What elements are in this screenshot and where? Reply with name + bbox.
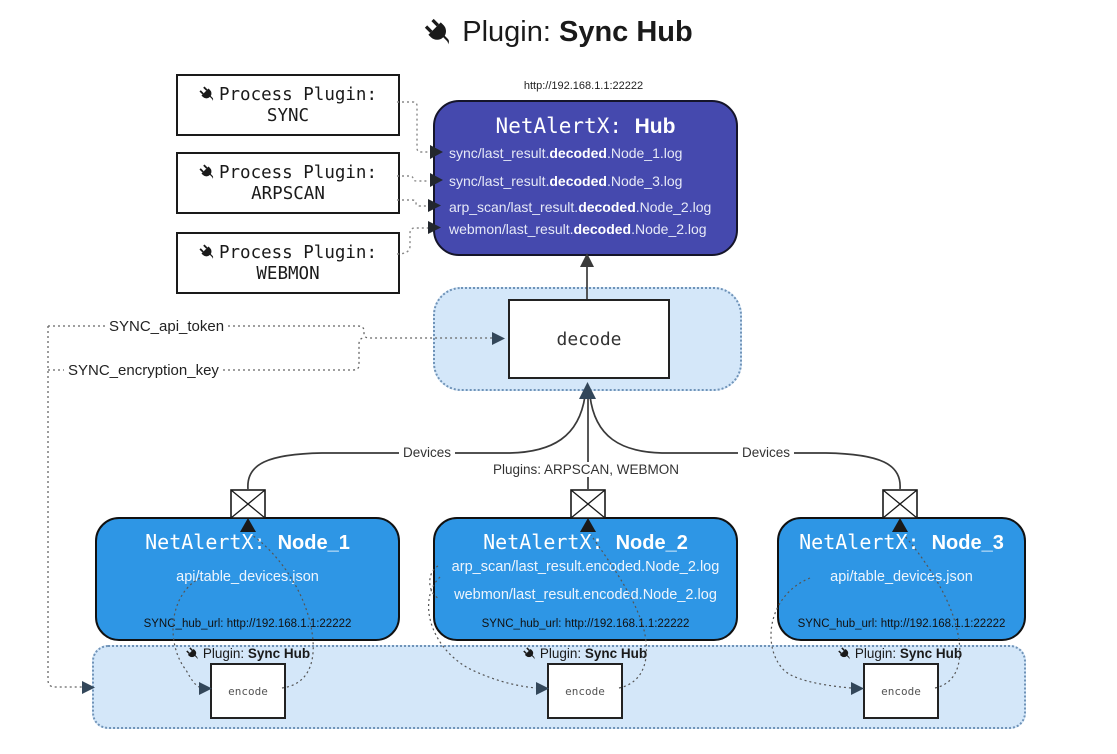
hub-log-item: arp_scan/last_result.decoded.Node_2.log (449, 199, 712, 215)
node-file: api/table_devices.json (176, 569, 319, 585)
title-bold: Sync Hub (558, 16, 693, 48)
node-box-node2: NetAlertX: Node_2 arp_scan/last_result.e… (433, 517, 738, 641)
plug-icon (837, 646, 852, 661)
encode-box: encode (863, 663, 939, 719)
process-plugin-box-arpscan: Process Plugin: ARPSCAN (176, 152, 400, 214)
process-plugin-label: Process Plugin: (218, 162, 378, 183)
process-plugin-name: SYNC (266, 105, 310, 126)
devices-right-label: Devices (737, 445, 795, 460)
plug-icon (522, 646, 537, 661)
plug-icon (198, 244, 216, 261)
plugins-center-label: Plugins: ARPSCAN, WEBMON (488, 462, 684, 477)
node-hub-url: SYNC_hub_url: http://192.168.1.1:22222 (481, 618, 690, 630)
process-plugin-name: WEBMON (256, 263, 320, 284)
plug-icon (424, 17, 455, 48)
page-title: Plugin: Sync Hub (0, 16, 1117, 49)
hub-url: http://192.168.1.1:22222 (523, 80, 644, 92)
hub-log-item: sync/last_result.decoded.Node_1.log (449, 145, 683, 161)
decode-label: decode (556, 328, 622, 350)
node-box-node1: NetAlertX: Node_1 api/table_devices.json… (95, 517, 400, 641)
node-hub-url: SYNC_hub_url: http://192.168.1.1:22222 (143, 618, 352, 630)
plug-icon (198, 164, 216, 181)
envelope-icon (570, 489, 606, 519)
hub-log-item: webmon/last_result.decoded.Node_2.log (449, 221, 707, 237)
encode-box: encode (547, 663, 623, 719)
process-plugin-label: Process Plugin: (218, 84, 378, 105)
process-plugin-name: ARPSCAN (251, 183, 325, 204)
title-prefix: Plugin: (462, 16, 559, 48)
sync-api-token-label: SYNC_api_token (105, 318, 229, 335)
process-plugin-box-webmon: Process Plugin: WEBMON (176, 232, 400, 294)
node-file: api/table_devices.json (830, 569, 973, 585)
envelope-icon (230, 489, 266, 519)
node-file: webmon/last_result.encoded.Node_2.log (454, 587, 717, 603)
plug-icon (185, 646, 200, 661)
plug-icon (198, 86, 216, 103)
node-box-node3: NetAlertX: Node_3 api/table_devices.json… (777, 517, 1026, 641)
encode-plugin-label: Plugin: Sync Hub (185, 646, 310, 661)
encode-plugin-label: Plugin: Sync Hub (837, 646, 962, 661)
encode-plugin-label: Plugin: Sync Hub (522, 646, 647, 661)
hub-box: NetAlertX: Hub sync/last_result.decoded.… (433, 100, 738, 256)
envelope-icon (882, 489, 918, 519)
devices-left-label: Devices (398, 445, 456, 460)
hub-title-prefix: NetAlertX: (495, 114, 635, 138)
hub-title-bold: Hub (634, 115, 676, 138)
node-file: arp_scan/last_result.encoded.Node_2.log (451, 559, 720, 575)
encode-box: encode (210, 663, 286, 719)
hub-log-item: sync/last_result.decoded.Node_3.log (449, 173, 683, 189)
process-plugin-label: Process Plugin: (218, 242, 378, 263)
process-plugin-box-sync: Process Plugin: SYNC (176, 74, 400, 136)
decode-box: decode (508, 299, 670, 379)
sync-encryption-key-label: SYNC_encryption_key (64, 362, 223, 379)
node-hub-url: SYNC_hub_url: http://192.168.1.1:22222 (797, 618, 1006, 630)
